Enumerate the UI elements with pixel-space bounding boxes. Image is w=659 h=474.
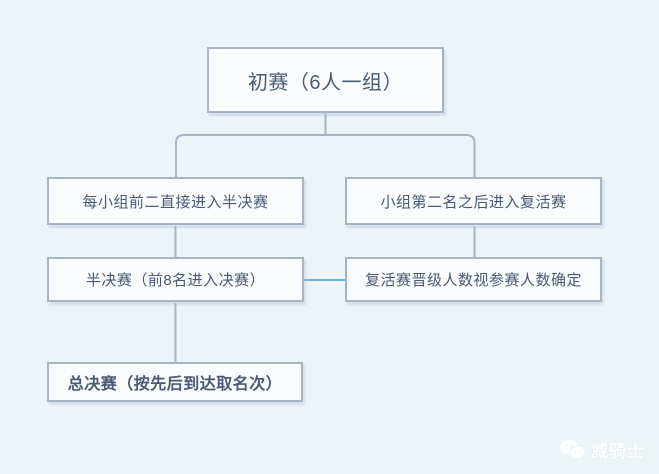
node-preliminary-label: 初赛（6人一组） (247, 71, 404, 94)
node-after-2nd-repechage: 小组第二名之后进入复活赛 (345, 177, 602, 225)
edge-branch (175, 134, 476, 177)
node-semifinal: 半决赛（前8名进入决赛） (47, 257, 304, 302)
node-after-2nd-repechage-label: 小组第二名之后进入复活赛 (380, 193, 567, 211)
node-final: 总决赛（按先后到达取名次） (47, 362, 303, 402)
node-top2-to-semifinal-label: 每小组前二直接进入半决赛 (82, 193, 269, 211)
watermark-text: 威骑士 (591, 442, 645, 461)
node-repechage-quota-label: 复活赛晋级人数视参赛人数确定 (364, 272, 582, 289)
watermark: 威骑士 (559, 437, 645, 462)
wechat-icon (559, 439, 585, 461)
node-semifinal-label: 半决赛（前8名进入决赛） (85, 272, 266, 289)
node-repechage-quota: 复活赛晋级人数视参赛人数确定 (345, 257, 602, 302)
node-top2-to-semifinal: 每小组前二直接进入半决赛 (47, 177, 304, 225)
node-preliminary: 初赛（6人一组） (207, 47, 444, 113)
node-final-label: 总决赛（按先后到达取名次） (67, 376, 283, 393)
